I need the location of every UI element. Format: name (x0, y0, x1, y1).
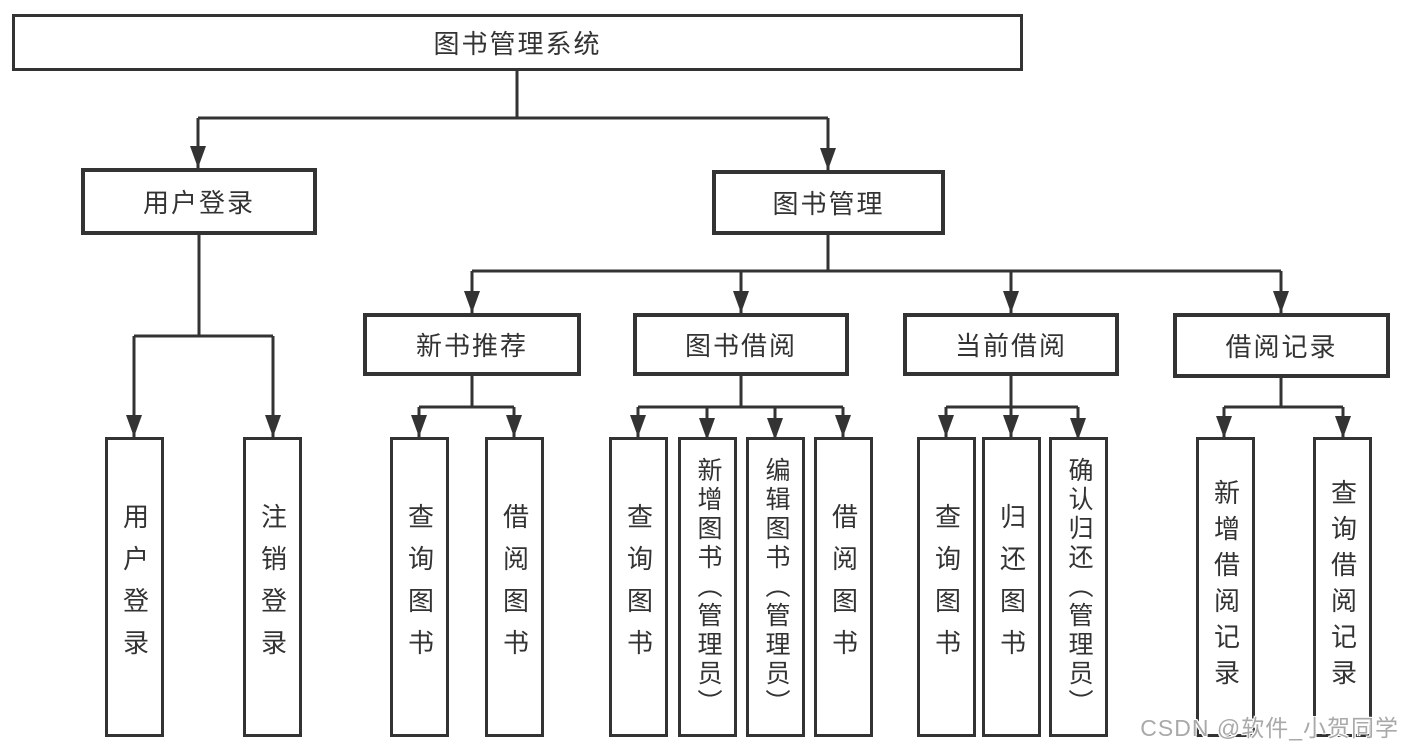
node-label: 图书管理 (772, 189, 885, 219)
leaf-label: 新增图书（管理员） (694, 456, 722, 718)
leaf-label: 注销登录 (257, 503, 288, 671)
leaf-query-books: 查询图书 (390, 437, 449, 737)
leaf-label: 新增借阅记录 (1210, 479, 1241, 695)
leaf-logout: 注销登录 (243, 437, 302, 737)
leaf-borrow-books: 借阅图书 (485, 437, 544, 737)
leaf-return-books: 归还图书 (982, 437, 1041, 737)
leaf-query-books: 查询图书 (917, 437, 976, 737)
node-label: 当前借阅 (954, 331, 1067, 361)
leaf-borrow-books: 借阅图书 (814, 437, 873, 737)
leaf-label: 编辑图书（管理员） (762, 456, 790, 718)
node-book-borrowing: 图书借阅 (633, 313, 849, 376)
leaf-add-books-admin: 新增图书（管理员） (678, 437, 737, 737)
node-label: 新书推荐 (415, 331, 528, 361)
leaf-query-borrow-record: 查询借阅记录 (1313, 437, 1372, 737)
csdn-watermark: CSDN @软件_小贺同学 (1140, 715, 1399, 741)
leaf-label: 确认归还（管理员） (1065, 456, 1093, 718)
node-root-library-system: 图书管理系统 (12, 14, 1023, 71)
leaf-label: 查询图书 (623, 503, 654, 671)
node-label: 图书借阅 (684, 331, 797, 361)
leaf-label: 查询图书 (931, 503, 962, 671)
leaf-add-borrow-record: 新增借阅记录 (1196, 437, 1255, 737)
node-label: 借阅记录 (1225, 332, 1338, 362)
node-book-management: 图书管理 (712, 170, 945, 235)
node-label: 用户登录 (142, 188, 255, 218)
leaf-label: 归还图书 (996, 503, 1027, 671)
node-current-borrowing: 当前借阅 (903, 313, 1119, 376)
leaf-label: 查询图书 (404, 503, 435, 671)
leaf-query-books: 查询图书 (609, 437, 668, 737)
leaf-label: 查询借阅记录 (1327, 479, 1358, 695)
node-label: 图书管理系统 (433, 29, 602, 59)
leaf-confirm-return-admin: 确认归还（管理员） (1049, 437, 1108, 737)
leaf-label: 借阅图书 (828, 503, 859, 671)
leaf-user-login: 用户登录 (105, 437, 164, 737)
leaf-edit-books-admin: 编辑图书（管理员） (746, 437, 805, 737)
node-user-login: 用户登录 (81, 168, 317, 235)
node-new-book-recommendation: 新书推荐 (363, 313, 581, 376)
leaf-label: 用户登录 (119, 503, 150, 671)
leaf-label: 借阅图书 (499, 503, 530, 671)
node-borrowing-records: 借阅记录 (1173, 313, 1390, 378)
